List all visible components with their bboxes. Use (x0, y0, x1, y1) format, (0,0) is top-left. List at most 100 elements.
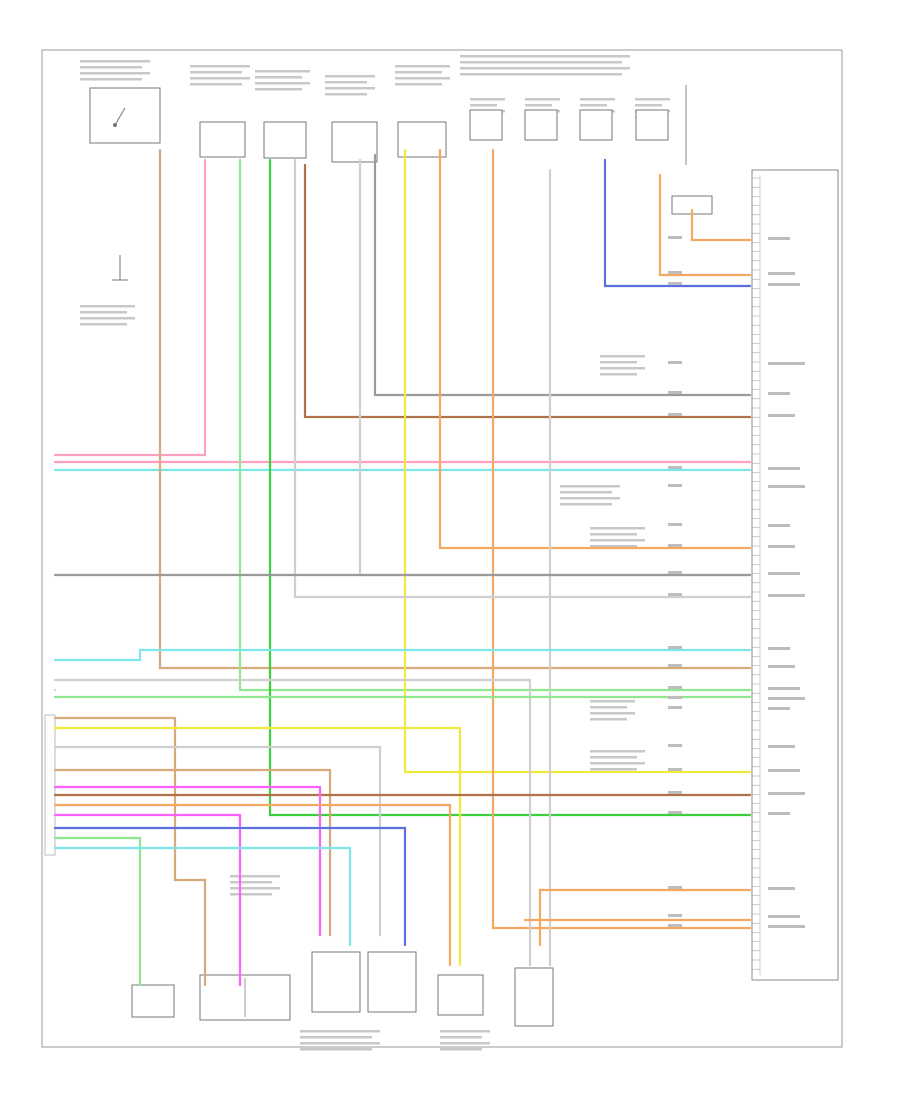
wire-13 (690, 208, 752, 242)
camshaft-position-sensor (331, 121, 378, 163)
wire-28 (53, 813, 242, 987)
wires (53, 148, 752, 987)
illegible-label-line (560, 503, 612, 506)
pcm-pin-color-code (668, 696, 682, 699)
illegible-label-line (590, 768, 637, 771)
pcm-pin-color-code (668, 593, 682, 596)
illegible-label-line (230, 887, 280, 890)
pcm-pin-name (768, 524, 790, 527)
wire-18 (53, 648, 752, 662)
pcm-pin-color-code (668, 571, 682, 574)
illegible-label-line (590, 527, 645, 530)
illegible-label-line (590, 762, 645, 765)
fuel-level-sensor (199, 974, 291, 1021)
illegible-label-line (600, 361, 637, 364)
illegible-label-line (600, 367, 645, 370)
pcm-pin-color-code (668, 391, 682, 394)
pcm-pin-color-code (668, 706, 682, 709)
pcm-pin-color-code (668, 686, 682, 689)
illegible-label-line (395, 77, 450, 80)
wire-5 (373, 153, 752, 397)
illegible-label-line (580, 98, 615, 101)
wire-23 (53, 745, 382, 937)
pcm-pin-color-code (668, 466, 682, 469)
pcm-pin-color-code (668, 768, 682, 771)
top-label-blocks (80, 55, 670, 1051)
pcm-pin-name (768, 594, 805, 597)
ground-symbol (112, 255, 128, 281)
illegible-label-line (470, 98, 505, 101)
pcm-pin-name (768, 572, 800, 575)
wire-29 (53, 826, 407, 947)
pcm-pin-name (768, 665, 795, 668)
fuel-pump-relay (131, 984, 175, 1018)
ac-pressure-switch (89, 87, 161, 144)
illegible-label-line (190, 71, 242, 74)
accelerator-pedal-sensor (199, 121, 246, 158)
fuel-injector-3 (579, 109, 613, 141)
pcm-connector (751, 169, 839, 981)
illegible-label-line (230, 881, 272, 884)
pcm-pin-name (768, 745, 795, 748)
pcm-pin-name (768, 362, 805, 365)
illegible-label-line (525, 104, 552, 107)
pcm-pin-name (768, 272, 795, 275)
wire-6 (238, 158, 752, 692)
pcm-pin-name (768, 467, 800, 470)
illegible-label-line (460, 73, 622, 76)
pcm-pin-color-code (668, 282, 682, 285)
illegible-label-line (635, 104, 662, 107)
illegible-label-line (80, 305, 135, 308)
illegible-label-line (395, 65, 450, 68)
illegible-label-line (80, 317, 135, 320)
illegible-label-line (470, 104, 497, 107)
illegible-label-line (300, 1042, 380, 1045)
transmission-range-switch (514, 967, 554, 1027)
wire-4 (303, 163, 752, 419)
illegible-label-line (460, 61, 622, 64)
illegible-label-line (255, 76, 302, 79)
pcm-pin-color-code (668, 544, 682, 547)
wire-9 (438, 148, 752, 550)
illegible-label-line (325, 75, 375, 78)
illegible-label-line (590, 750, 645, 753)
illegible-label-line (325, 93, 367, 96)
illegible-label-line (190, 83, 242, 86)
illegible-label-line (590, 756, 637, 759)
illegible-label-line (230, 893, 272, 896)
illegible-label-line (80, 72, 150, 75)
illegible-label-line (600, 373, 637, 376)
pcm-pin-name (768, 392, 790, 395)
illegible-label-line (635, 98, 670, 101)
pcm-pin-name (768, 485, 805, 488)
illegible-label-line (255, 70, 310, 73)
wire-3 (158, 148, 752, 670)
pcm-pin-color-code (668, 924, 682, 927)
wire-0 (53, 158, 207, 457)
wire-7 (268, 158, 752, 817)
wire-12 (658, 173, 752, 277)
illegible-label-line (80, 311, 127, 314)
pcm-pin-color-code (668, 664, 682, 667)
illegible-label-line (590, 718, 627, 721)
illegible-label-line (80, 60, 150, 63)
left-connector (44, 714, 56, 856)
illegible-label-line (460, 67, 630, 70)
illegible-label-line (460, 55, 630, 58)
pcm-pin-name (768, 707, 790, 710)
pcm-pin-color-code (668, 484, 682, 487)
illegible-label-line (590, 700, 635, 703)
illegible-label-line (395, 83, 442, 86)
pcm-pin-color-code (668, 744, 682, 747)
purge-solenoid (311, 951, 361, 1013)
crankshaft-position-sensor (397, 121, 447, 158)
illegible-label-line (590, 539, 645, 542)
pcm-pin-color-code (668, 413, 682, 416)
illegible-label-line (190, 77, 250, 80)
illegible-label-line (190, 65, 250, 68)
illegible-label-line (580, 104, 607, 107)
illegible-label-line (325, 81, 367, 84)
egr-valve (367, 951, 417, 1013)
illegible-label-line (440, 1042, 490, 1045)
